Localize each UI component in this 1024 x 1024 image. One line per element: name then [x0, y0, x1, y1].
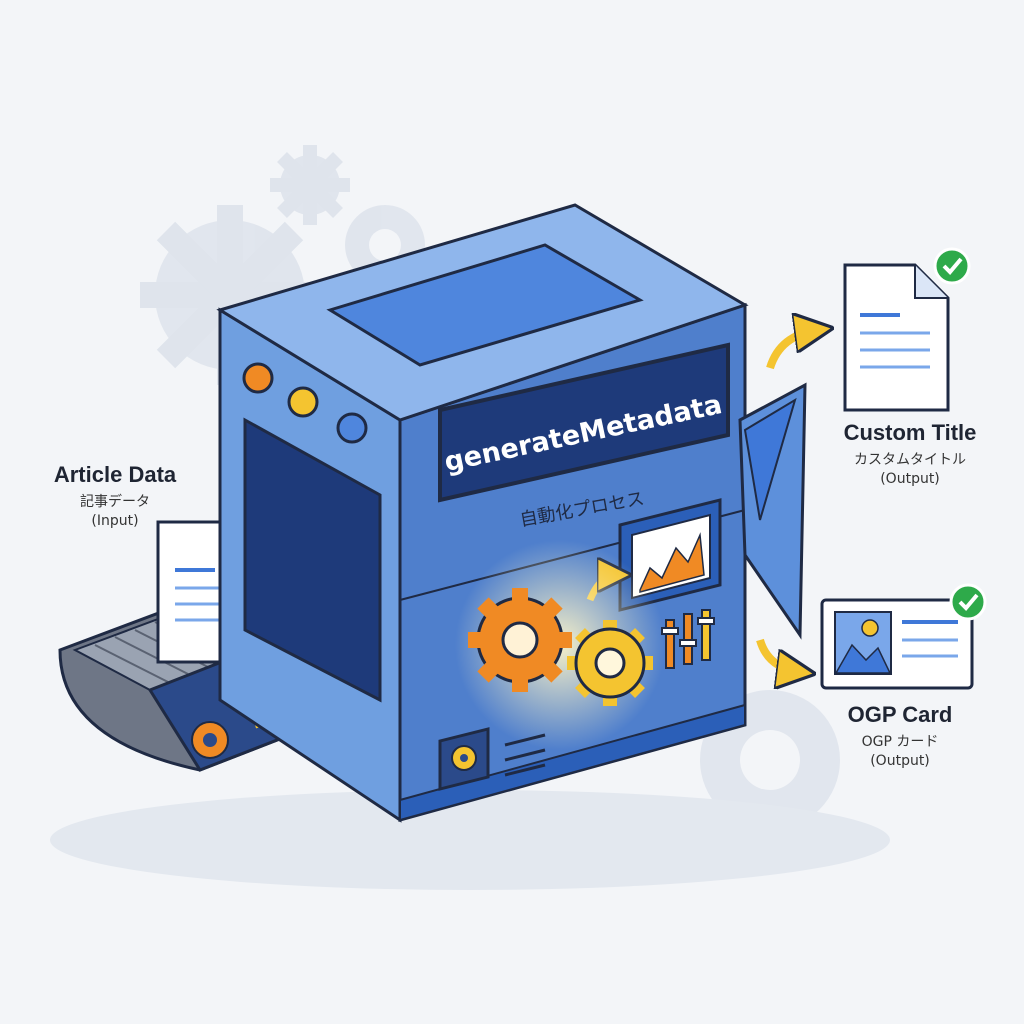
custom-title-document-icon [843, 263, 950, 412]
settings-panel [438, 727, 546, 791]
input-title: Article Data [53, 462, 177, 487]
slider-controls [661, 609, 715, 669]
orange-knob-button[interactable] [242, 362, 274, 394]
machine-name-plate: generateMetadata [438, 342, 730, 503]
input-role: (Input) [91, 513, 139, 529]
chart-screen [618, 498, 722, 612]
orange-gear-icon [468, 588, 572, 692]
output-arrow-ogp [756, 638, 800, 672]
custom-title-subtitle-ja: カスタムタイトル [854, 452, 966, 468]
yellow-gear-icon [567, 620, 653, 706]
ogp-card-icon [820, 598, 974, 690]
ogp-card-subtitle-ja: OGP カード [861, 734, 939, 750]
check-icon [933, 247, 971, 285]
ogp-card-role: (Output) [870, 753, 930, 769]
yellow-knob-button[interactable] [287, 386, 319, 418]
blue-knob-button[interactable] [336, 412, 368, 444]
ogp-card-title: OGP Card [847, 702, 953, 727]
custom-title-title: Custom Title [843, 420, 977, 445]
custom-title-role: (Output) [880, 471, 940, 487]
custom-title-label: Custom Title カスタムタイトル (Output) [810, 420, 1010, 487]
output-arrow-title [766, 330, 818, 370]
input-label: Article Data 記事データ (Input) [30, 462, 200, 529]
ogp-card-label: OGP Card OGP カード (Output) [810, 702, 990, 769]
check-icon [949, 583, 987, 621]
input-subtitle-ja: 記事データ [80, 494, 150, 510]
